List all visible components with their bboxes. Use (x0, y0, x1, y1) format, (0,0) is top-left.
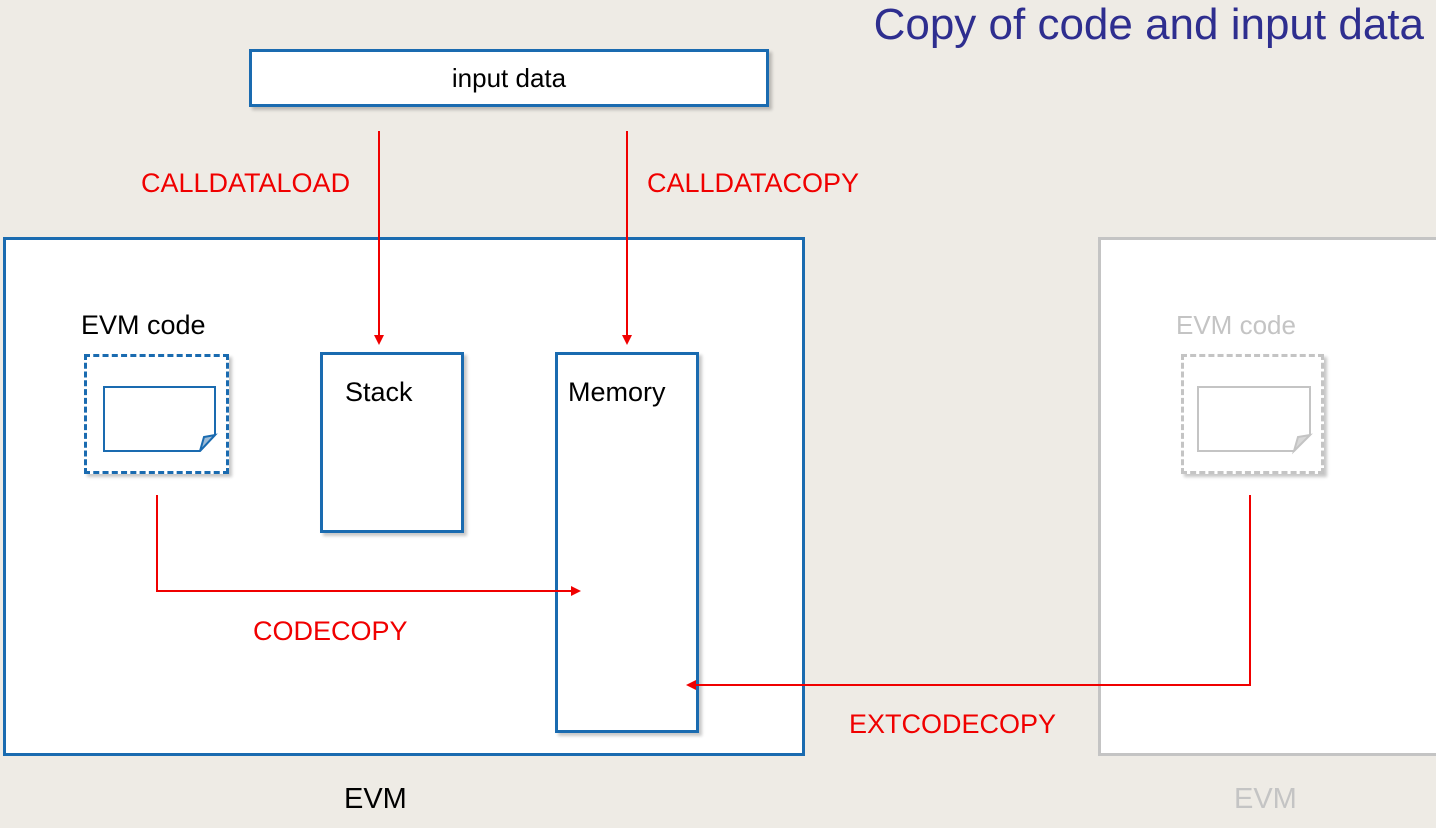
external-evm-code-block (1181, 354, 1324, 474)
memory-label: Memory (568, 377, 666, 407)
external-code-document-icon (1197, 386, 1313, 455)
codecopy-label: CODECOPY (253, 616, 408, 646)
stack-block: Stack (320, 352, 464, 533)
calldatacopy-label: CALLDATACOPY (647, 168, 860, 198)
stack-label: Stack (345, 377, 413, 407)
slide-title: Copy of code and input data (873, 0, 1424, 49)
external-evm-code-label: EVM code (1176, 310, 1296, 340)
memory-block: Memory (555, 352, 699, 733)
input-data-box: input data (249, 49, 769, 107)
external-evm-label: EVM (1234, 783, 1297, 815)
calldataload-label: CALLDATALOAD (141, 168, 351, 198)
evm-code-label: EVM code (81, 310, 206, 340)
evm-code-block (84, 354, 229, 474)
input-data-label: input data (451, 62, 567, 93)
external-evm-container (1098, 237, 1436, 756)
extcodecopy-label: EXTCODECOPY (849, 709, 1057, 739)
codecopy-arrow (156, 495, 581, 596)
evm-label: EVM (344, 783, 407, 815)
code-document-icon (103, 386, 218, 452)
extcodecopy-arrow (686, 495, 1251, 690)
